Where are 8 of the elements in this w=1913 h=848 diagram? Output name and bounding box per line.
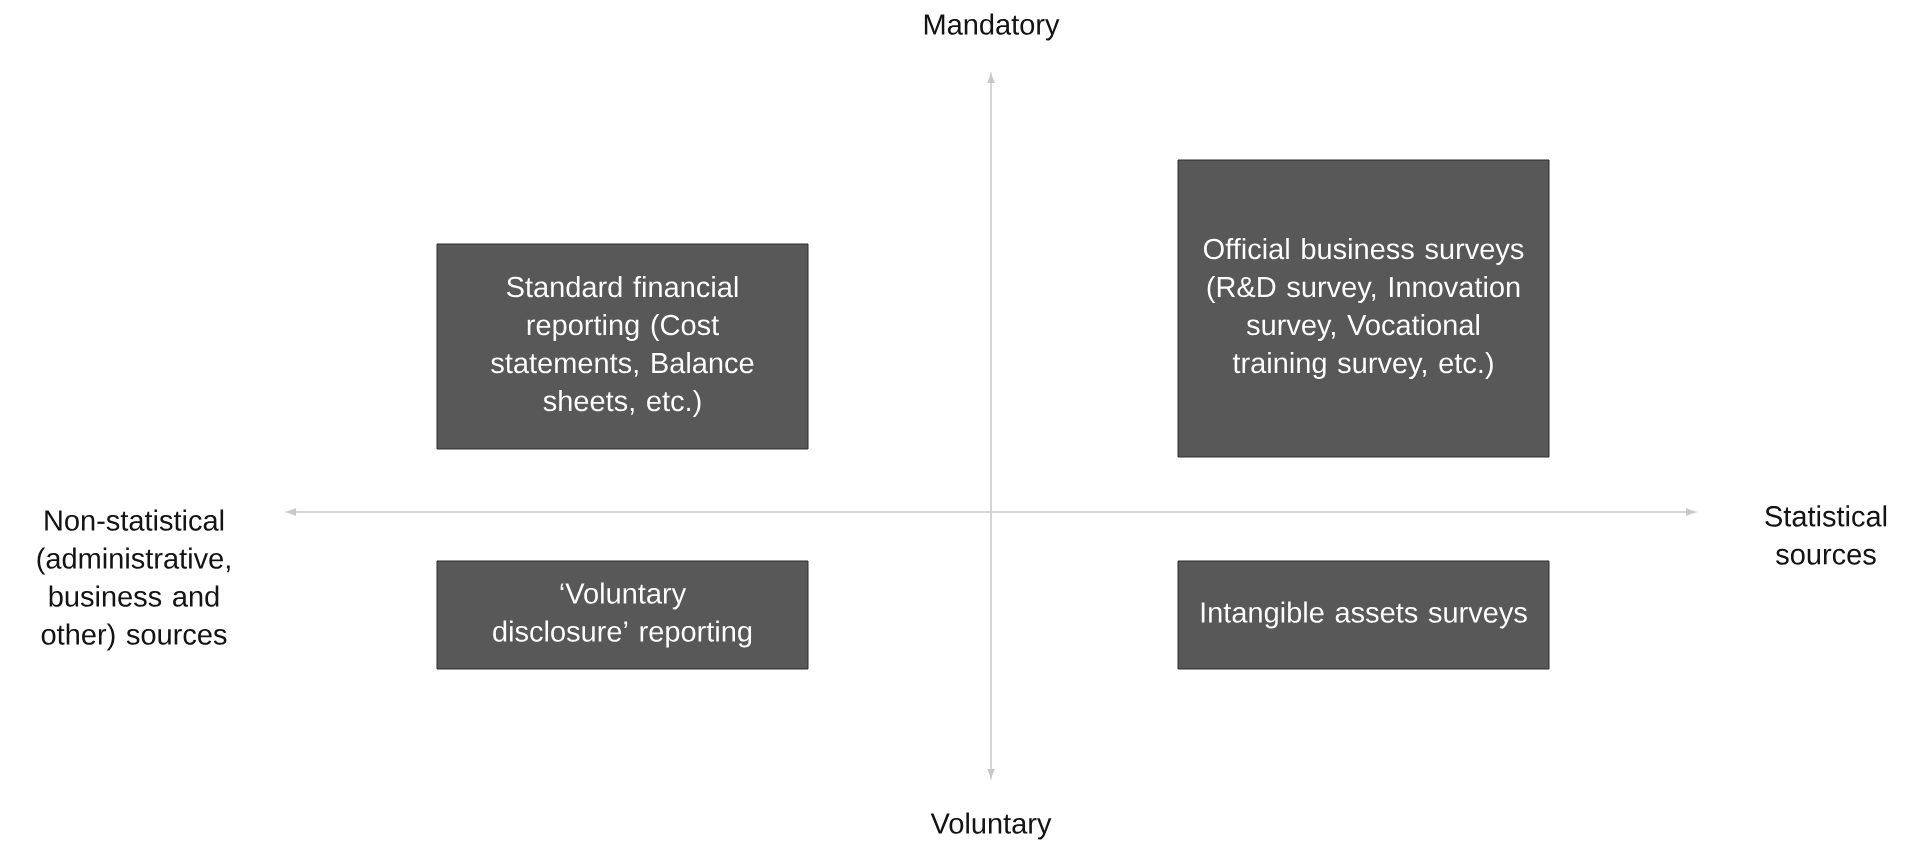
category-box: ‘Voluntary disclosure’ reporting xyxy=(436,560,809,670)
axis-label: Non-statistical (administrative, business and other) sources xyxy=(37,509,230,651)
category-box: Standard financial reporting (Cost statements, Balance sheets, etc.) xyxy=(436,243,809,450)
axis-label: Mandatory xyxy=(924,13,1060,41)
axis-label: Voluntary xyxy=(930,812,1052,840)
category-box: Official business surveys (R&D survey, Innovation survey, Vocational training survey, etc.) xyxy=(1177,159,1550,458)
category-box: Intangible assets surveys xyxy=(1177,560,1550,670)
axis-label: Statistical sources xyxy=(1765,505,1887,565)
